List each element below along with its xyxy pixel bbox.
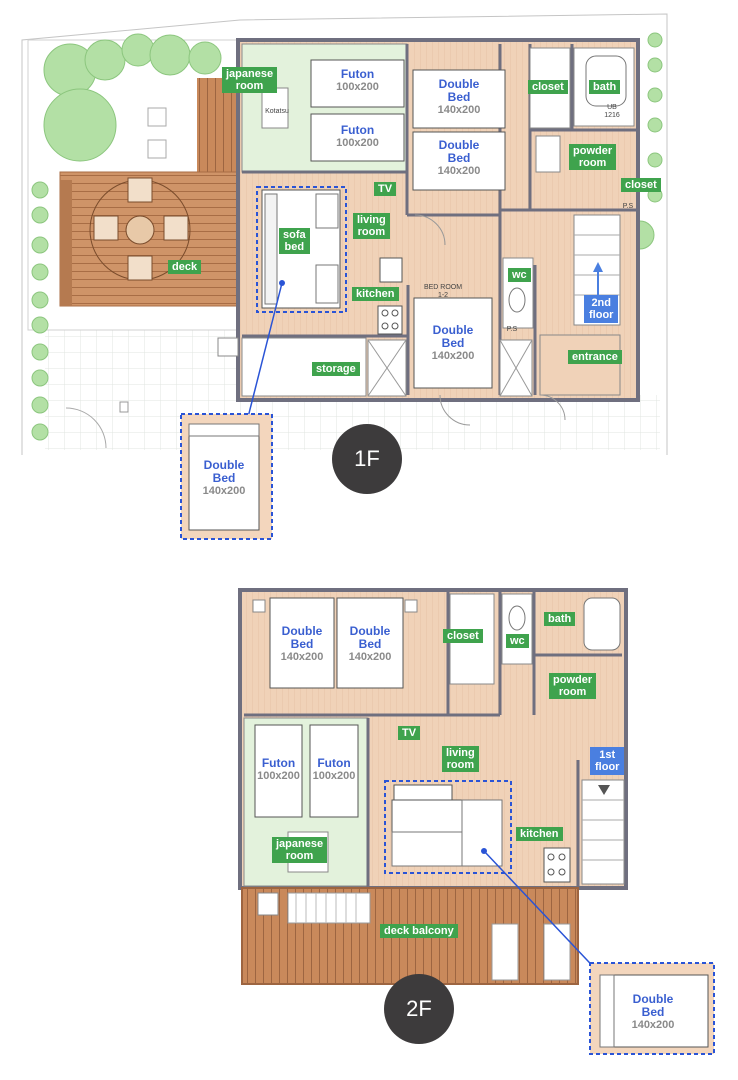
double-bed-a-2f-title: Double Bed <box>281 624 323 651</box>
label-wc-2f: wc <box>506 634 529 648</box>
label-closet-top-1f: closet <box>528 80 568 94</box>
sofa-bed-open-2f-title: Double Bed <box>632 992 674 1019</box>
sofa-bed-open-2f-size: 140x200 <box>631 1019 675 1031</box>
label-tv-2f: TV <box>398 726 421 740</box>
double-bed-c-1f-title: Double Bed <box>432 323 474 350</box>
futon-b-1f: Futon 100x200 <box>311 124 404 150</box>
futon-a-2f-title: Futon <box>261 756 296 770</box>
futon-a-2f-size: 100x200 <box>257 770 300 782</box>
double-bed-c-1f-size: 140x200 <box>431 350 475 362</box>
first-floor-plan <box>21 13 668 540</box>
label-powder-room-1f: powder room <box>569 144 617 170</box>
ps-mid-text: P.S <box>506 326 518 333</box>
double-bed-a-1f-title: Double Bed <box>438 77 480 104</box>
futon-a-1f-title: Futon <box>340 67 375 81</box>
label-powder-room-2f: powder room <box>549 673 597 699</box>
label-deck-balcony-2f: deck balcony <box>380 924 458 938</box>
label-kitchen-2f: kitchen <box>516 827 563 841</box>
double-bed-b-2f-title: Double Bed <box>349 624 391 651</box>
futon-a-1f-size: 100x200 <box>336 81 379 93</box>
sofa-bed-open-1f: Double Bed 140x200 <box>189 459 259 498</box>
label-closet-side-1f: closet <box>621 178 661 192</box>
label-to-2nd-floor: 2nd floor <box>584 295 619 323</box>
floor-badge-1f: 1F <box>332 424 402 494</box>
double-bed-a-2f-size: 140x200 <box>280 651 324 663</box>
double-bed-b-2f-size: 140x200 <box>348 651 392 663</box>
futon-a-1f: Futon 100x200 <box>311 68 404 94</box>
double-bed-b-1f-size: 140x200 <box>437 165 481 177</box>
double-bed-a-2f: Double Bed 140x200 <box>270 625 334 664</box>
label-entrance-1f: entrance <box>568 350 622 364</box>
sofa-bed-open-1f-title: Double Bed <box>203 458 245 485</box>
label-japanese-room-1f: japanese room <box>222 67 278 93</box>
label-bath-1f: bath <box>589 80 621 94</box>
bedroom-code-text: BED ROOM 1-2 <box>423 284 463 299</box>
double-bed-a-1f-size: 140x200 <box>437 104 481 116</box>
label-sofa-bed-1f: sofa bed <box>279 228 310 254</box>
ps-top-text: P.S <box>622 203 634 210</box>
label-closet-2f: closet <box>443 629 483 643</box>
futon-b-2f: Futon 100x200 <box>310 757 358 783</box>
label-wc-1f: wc <box>508 268 531 282</box>
label-storage-1f: storage <box>312 362 360 376</box>
double-bed-b-1f-title: Double Bed <box>438 138 480 165</box>
futon-b-1f-size: 100x200 <box>336 137 379 149</box>
kotatsu-text: Kotatsu <box>265 108 289 115</box>
label-tv-1f: TV <box>374 182 397 196</box>
double-bed-a-1f: Double Bed 140x200 <box>413 78 505 117</box>
double-bed-b-1f: Double Bed 140x200 <box>413 139 505 178</box>
double-bed-c-1f: Double Bed 140x200 <box>414 324 492 363</box>
futon-b-2f-title: Futon <box>317 756 351 770</box>
double-bed-b-2f: Double Bed 140x200 <box>337 625 403 664</box>
label-bath-2f: bath <box>544 612 576 626</box>
sofa-bed-open-1f-size: 140x200 <box>202 485 246 497</box>
floor-badge-2f: 2F <box>384 974 454 1044</box>
label-deck-1f: deck <box>168 260 202 274</box>
futon-a-2f: Futon 100x200 <box>255 757 302 783</box>
label-living-room-2f: living room <box>442 746 479 772</box>
ub-text: UB 1216 <box>604 104 620 119</box>
futon-b-2f-size: 100x200 <box>312 770 356 782</box>
garden-trees <box>31 32 663 441</box>
label-to-1st-floor: 1st floor <box>590 747 625 775</box>
sofa-bed-open-2f: Double Bed 140x200 <box>618 993 688 1032</box>
futon-b-1f-title: Futon <box>340 123 375 137</box>
label-japanese-room-2f: japanese room <box>272 837 328 863</box>
label-living-room-1f: living room <box>353 213 390 239</box>
label-kitchen-1f: kitchen <box>352 287 399 301</box>
